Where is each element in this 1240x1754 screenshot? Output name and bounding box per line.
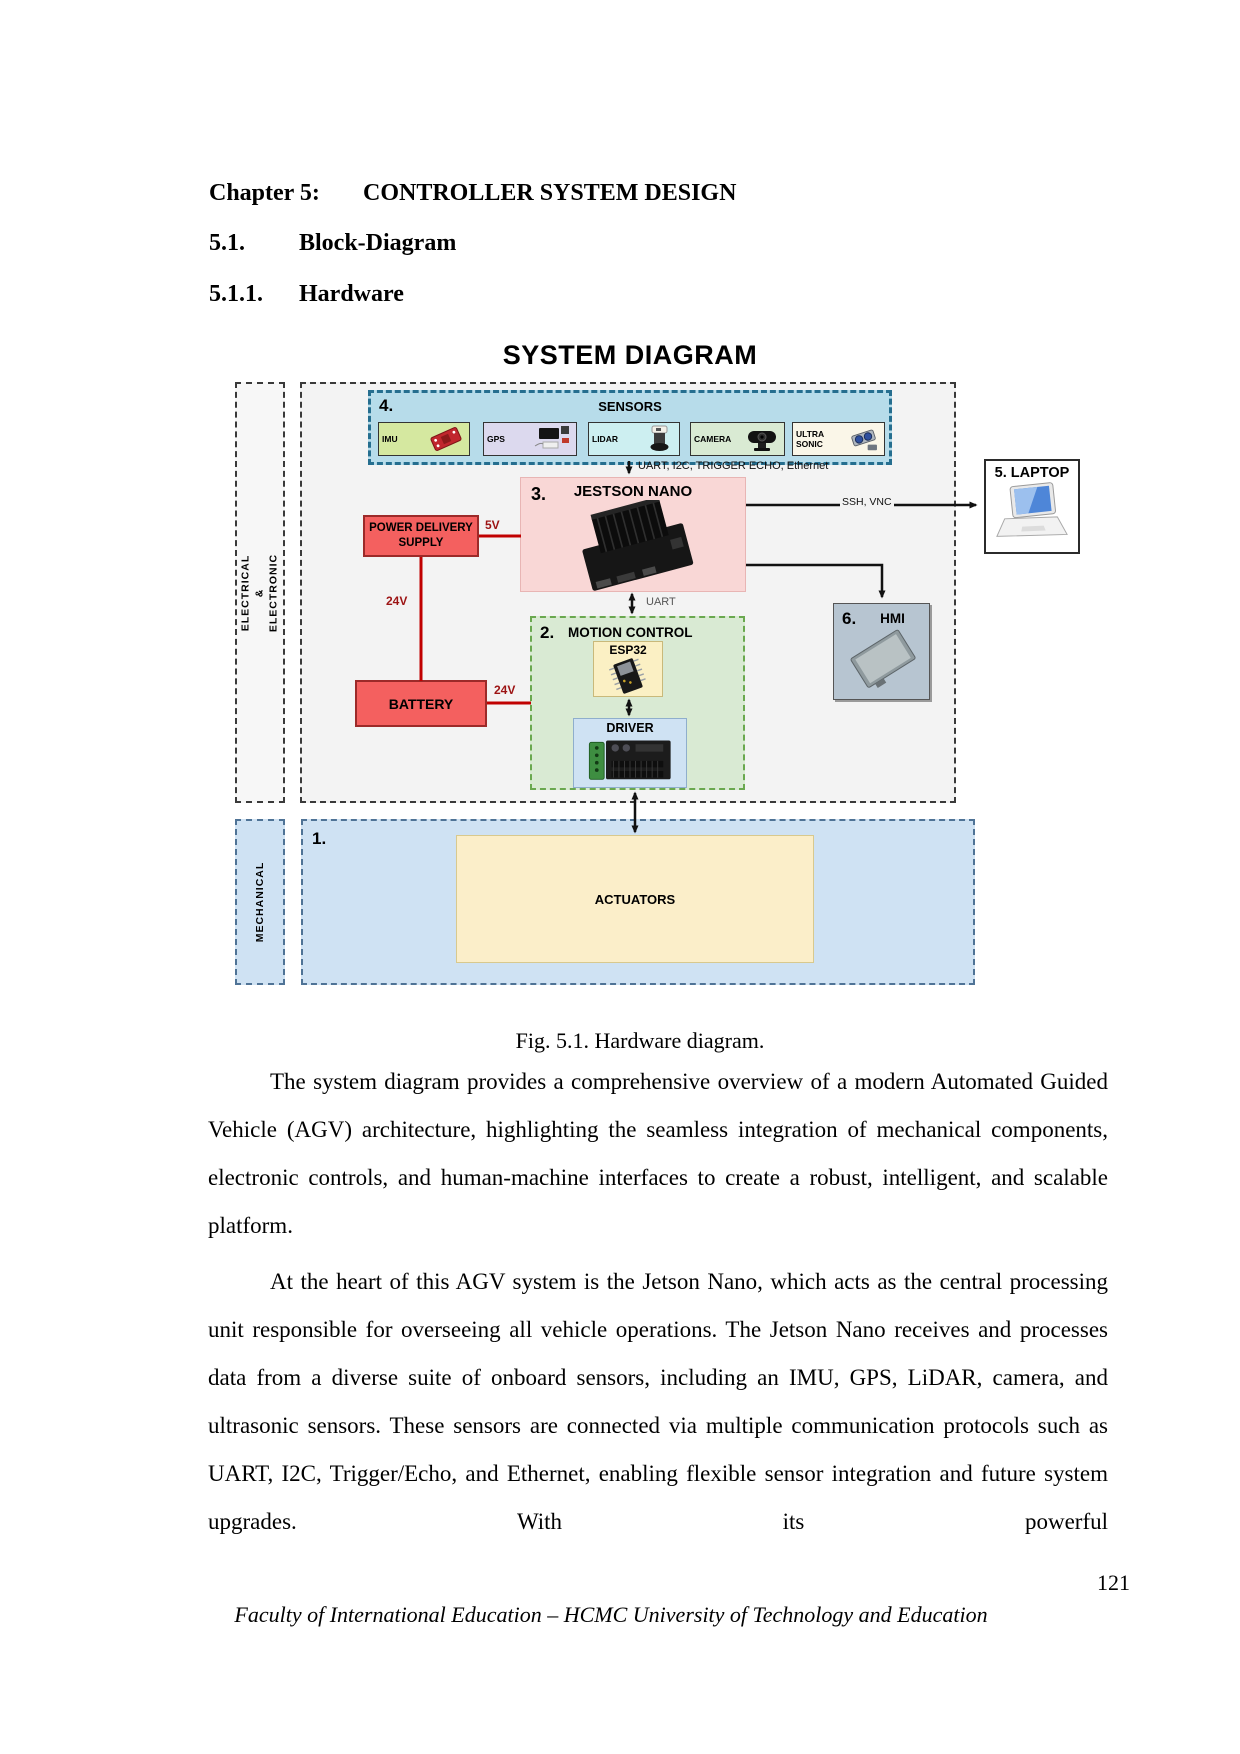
- hmi-number: 6.: [842, 609, 857, 628]
- figure-caption: Fig. 5.1. Hardware diagram.: [515, 1028, 765, 1053]
- label-24v-battery: 24V: [494, 683, 516, 697]
- sensor-item-lidar: LIDAR: [588, 422, 680, 456]
- section-title: Block-Diagram: [299, 230, 457, 256]
- battery-label: BATTERY: [388, 695, 454, 712]
- gps-module-icon: [534, 426, 569, 449]
- motion-number: 2.: [540, 623, 555, 642]
- body-paragraph-2: At the heart of this AGV system is the J…: [208, 1269, 1108, 1534]
- sensor-item-imu: IMU: [378, 422, 470, 456]
- imu-label: IMU: [382, 434, 398, 444]
- power-delivery-supply-label: POWER DELIVERY SUPPLY: [369, 522, 473, 549]
- driver-board-image: [588, 740, 671, 780]
- chapter-title: CONTROLLER SYSTEM DESIGN: [363, 180, 737, 206]
- ultrasonic-label: ULTRA SONIC: [796, 429, 824, 449]
- esp32-board-image: [609, 658, 646, 694]
- sensors-title: SENSORS: [598, 399, 662, 414]
- electrical-region-label: ELECTRICAL & ELECTRONIC: [239, 553, 281, 632]
- actuators-label: ACTUATORS: [594, 891, 676, 907]
- chapter-label: Chapter 5:: [209, 180, 320, 206]
- mechanical-region-label-strip: MECHANICAL: [235, 819, 285, 985]
- laptop-box: 5. LAPTOP: [984, 459, 1080, 554]
- subsection-heading: 5.1.1. Hardware: [209, 281, 404, 308]
- driver-box: DRIVER: [573, 718, 687, 788]
- gps-label: GPS: [487, 434, 505, 444]
- sensors-number: 4.: [379, 396, 394, 415]
- laptop-label: 5. LAPTOP: [994, 465, 1070, 481]
- subsection-title: Hardware: [299, 281, 404, 307]
- chapter-heading: Chapter 5: CONTROLLER SYSTEM DESIGN: [209, 180, 736, 207]
- imu-board-icon: [430, 427, 462, 451]
- mechanical-number: 1.: [312, 829, 327, 848]
- sensor-item-ultrasonic: ULTRA SONIC: [792, 422, 885, 456]
- sensor-item-gps: GPS: [483, 422, 577, 456]
- jetson-nano-box: 3. JESTSON NANO: [520, 477, 746, 592]
- actuators-box: ACTUATORS: [456, 835, 814, 963]
- ultrasonic-sensor-icon: [851, 429, 878, 451]
- hmi-label: HMI: [880, 611, 905, 626]
- lidar-icon: [650, 425, 669, 451]
- camera-label: CAMERA: [694, 434, 732, 444]
- hmi-box: 6. HMI: [833, 603, 930, 700]
- esp32-label: ESP32: [609, 643, 647, 657]
- power-delivery-supply-box: POWER DELIVERY SUPPLY: [363, 515, 479, 557]
- jetson-title: JESTSON NANO: [573, 483, 693, 500]
- section-heading: 5.1. Block-Diagram: [209, 230, 456, 257]
- jetson-board-image: [582, 500, 694, 591]
- label-uart: UART: [646, 596, 676, 608]
- jetson-number: 3.: [531, 484, 547, 504]
- hmi-touchscreen-image: [850, 629, 916, 688]
- diagram-title: SYSTEM DIAGRAM: [502, 340, 758, 370]
- label-24v-supply: 24V: [386, 594, 408, 608]
- subsection-number: 5.1.1.: [209, 281, 263, 307]
- motion-title: MOTION CONTROL: [568, 625, 693, 640]
- webcam-icon: [748, 431, 776, 451]
- section-number: 5.1.: [209, 230, 245, 256]
- sensor-item-camera: CAMERA: [690, 422, 785, 456]
- laptop-image: [996, 482, 1068, 537]
- battery-box: BATTERY: [355, 680, 487, 727]
- electrical-region-label-strip: ELECTRICAL & ELECTRONIC: [235, 382, 285, 803]
- driver-label: DRIVER: [606, 721, 654, 735]
- label-5v: 5V: [485, 518, 500, 532]
- page-number: 121: [1097, 1570, 1130, 1595]
- esp32-box: ESP32: [593, 641, 663, 697]
- footer-affiliation: Faculty of International Education – HCM…: [234, 1602, 988, 1627]
- label-ssh-vnc: SSH, VNC: [840, 496, 894, 508]
- body-paragraph-1: The system diagram provides a comprehens…: [208, 1069, 1108, 1238]
- mechanical-region-label: MECHANICAL: [253, 861, 266, 943]
- system-diagram-figure: SYSTEM DIAGRAM ELECTRICAL & ELECTRONIC M…: [0, 330, 1240, 990]
- lidar-label: LIDAR: [592, 434, 618, 444]
- sensor-bus-label: UART, I2C, TRIGGER ECHO, Ethernet: [638, 460, 829, 472]
